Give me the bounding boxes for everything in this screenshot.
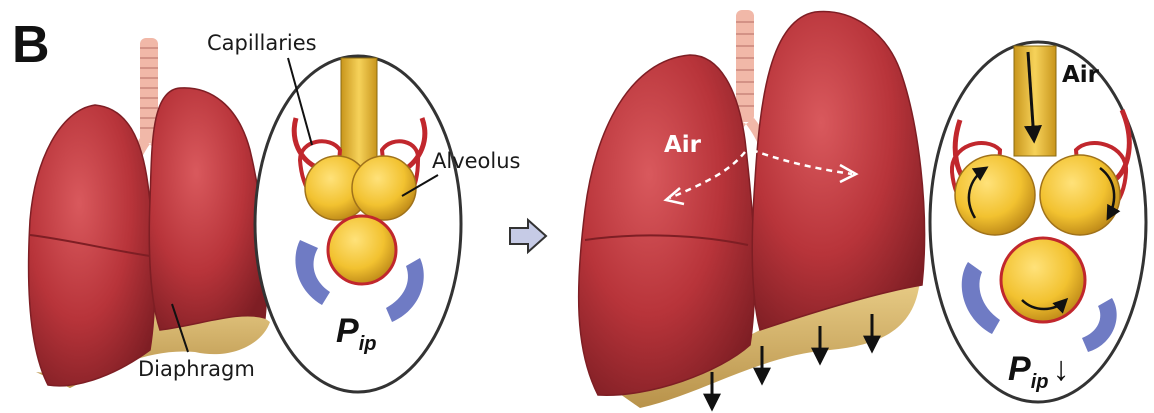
lung-right-a [579, 55, 755, 395]
transition-arrow [510, 220, 546, 252]
air-label-alveolus: Air [1062, 62, 1100, 88]
alveolus-inset-left: Pip [255, 56, 461, 392]
left-lungs [29, 38, 270, 388]
diaphragm-label: Diaphragm [138, 357, 255, 381]
alveolus-inset-right: Air Pip↓ [930, 42, 1146, 402]
capillaries-label: Capillaries [207, 31, 317, 55]
air-label-lung: Air [664, 132, 702, 158]
lung-left-b [149, 88, 266, 330]
alveolus-label: Alveolus [432, 149, 520, 173]
panel-label: B [12, 16, 50, 74]
